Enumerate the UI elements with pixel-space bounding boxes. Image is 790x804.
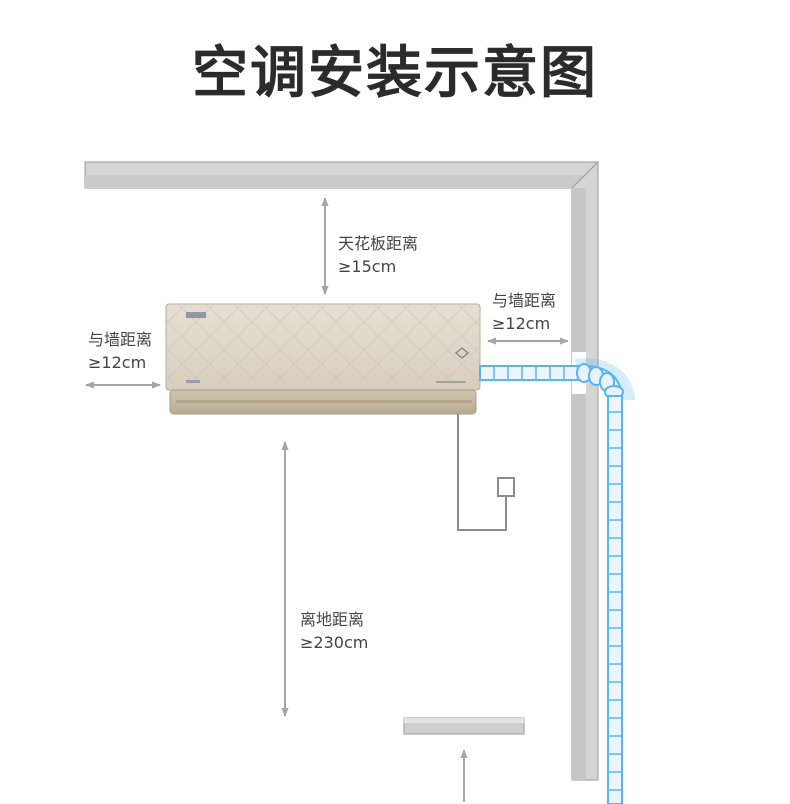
floor-clearance-label: 离地距离 ≥230cm: [300, 608, 368, 654]
ac-display-icon: [454, 347, 470, 359]
ceiling-clearance-value: ≥15cm: [338, 257, 397, 276]
dimension-arrows: [85, 197, 569, 802]
right-wall-face: [572, 188, 586, 780]
ac-indoor-unit: [165, 303, 481, 415]
ac-brand-logo: [186, 312, 206, 318]
page-title: 空调安装示意图: [192, 41, 598, 106]
ceiling-clearance-label: 天花板距离 ≥15cm: [338, 232, 418, 278]
left-wall-clearance-value: ≥12cm: [88, 353, 147, 372]
floor-clearance-value: ≥230cm: [300, 633, 369, 652]
right-wall-clearance-name: 与墙距离: [492, 291, 557, 310]
drain-pipe: [479, 358, 635, 804]
floor-clearance-name: 离地距离: [300, 610, 365, 629]
left-wall-clearance-name: 与墙距离: [88, 330, 153, 349]
right-wall-clearance-label: 与墙距离 ≥12cm: [492, 289, 556, 335]
ac-pattern: [166, 304, 480, 390]
floor-plate: [403, 717, 525, 735]
ceiling-clearance-name: 天花板距离: [338, 234, 419, 253]
power-cable: [457, 414, 515, 531]
left-wall-clearance-label: 与墙距离 ≥12cm: [88, 328, 152, 374]
right-wall-clearance-value: ≥12cm: [492, 314, 551, 333]
ceiling-wall-shadow: [85, 175, 586, 188]
ac-small-logo: [186, 380, 200, 383]
power-outlet: [497, 477, 515, 497]
room-walls: [84, 160, 599, 781]
